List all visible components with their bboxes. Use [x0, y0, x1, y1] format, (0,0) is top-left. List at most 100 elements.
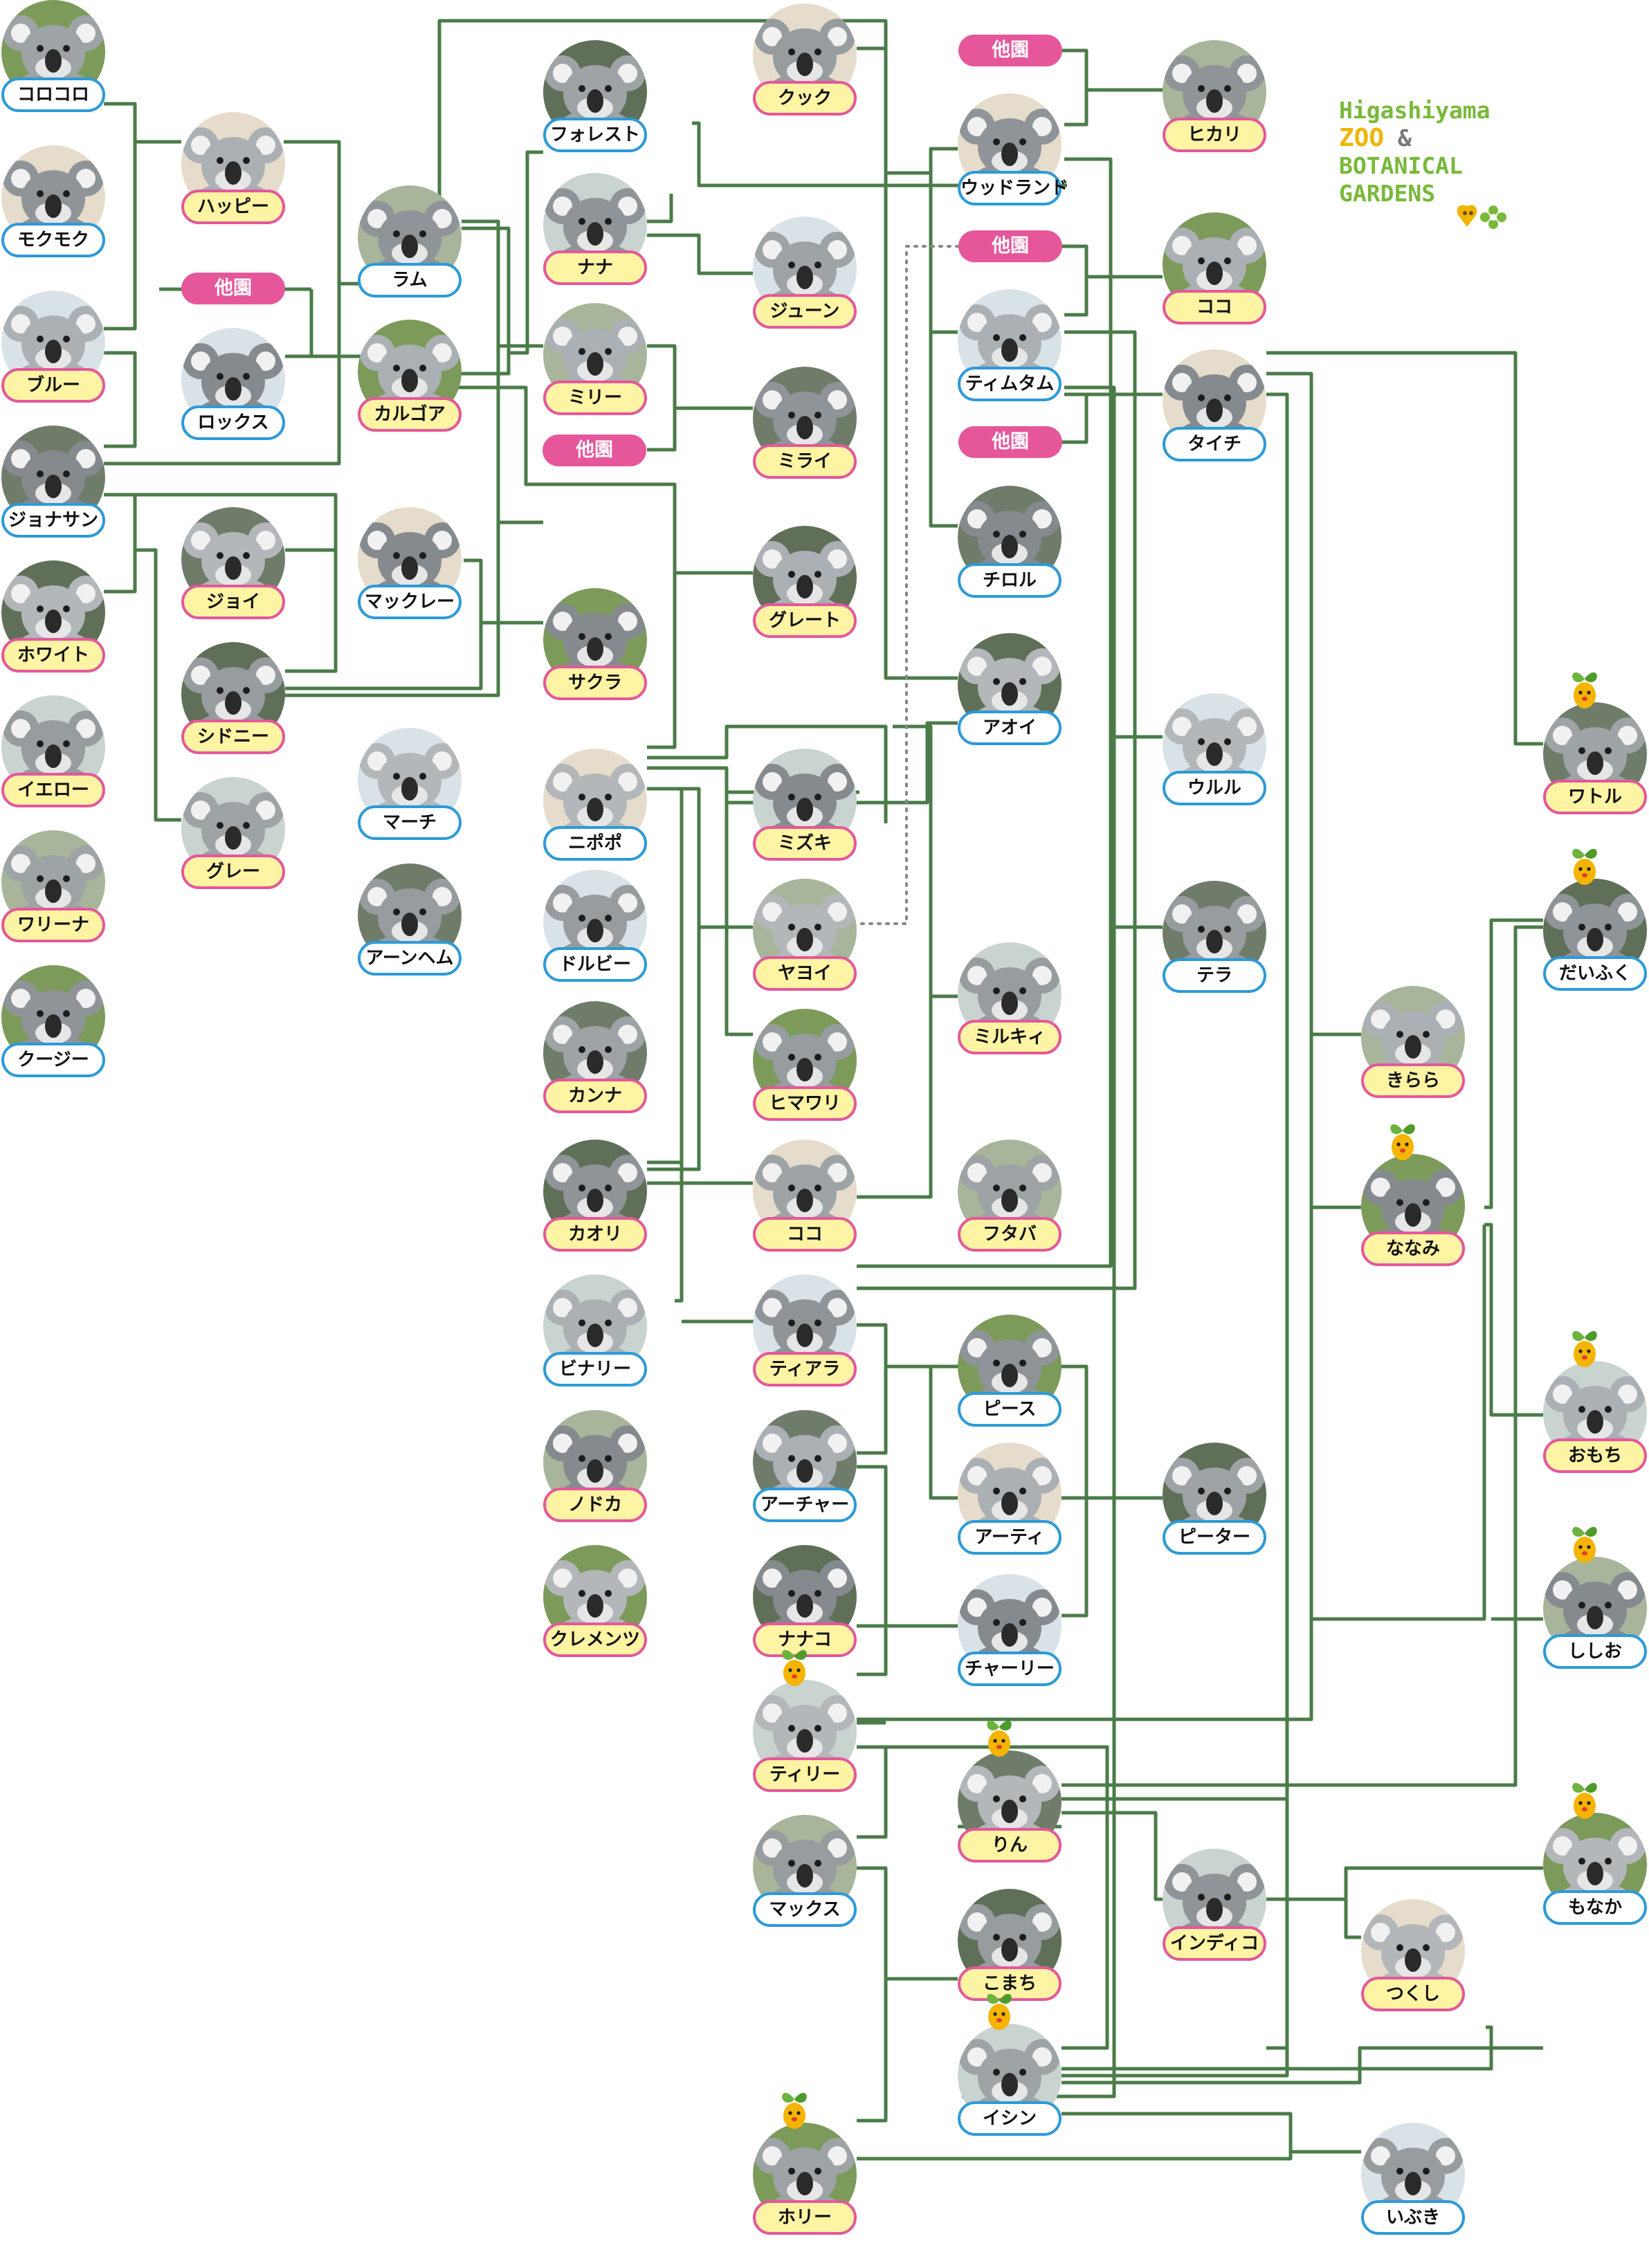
- koala-tera[interactable]: テラ: [1163, 881, 1266, 1026]
- koala-himawari[interactable]: ヒマワリ: [753, 1009, 857, 1154]
- koala-kuuji[interactable]: クージー: [1, 965, 105, 1110]
- koala-nanami[interactable]: ななみ: [1361, 1124, 1465, 1299]
- koala-mirii[interactable]: ミリー: [543, 303, 647, 448]
- koala-timtam[interactable]: ティムタム: [958, 289, 1062, 435]
- koala-yellow[interactable]: イエロー: [1, 695, 105, 841]
- koala-mokumoku[interactable]: モクモク: [1, 145, 105, 291]
- other-zoo-badge: 他園: [543, 435, 646, 466]
- koala-name-tag: ヒマワリ: [753, 1086, 857, 1121]
- koala-taichi[interactable]: タイチ: [1163, 349, 1266, 495]
- koala-hikari[interactable]: ヒカリ: [1163, 40, 1266, 185]
- koala-gray[interactable]: グレー: [181, 777, 285, 922]
- koala-name-tag: ニポポ: [543, 826, 647, 861]
- relation-line: [1062, 925, 1543, 1787]
- koala-happy[interactable]: ハッピー: [181, 112, 285, 257]
- koala-tiara[interactable]: ティアラ: [753, 1274, 857, 1420]
- koala-kanna[interactable]: カンナ: [543, 1001, 647, 1146]
- koala-jonathan[interactable]: ジョナサン: [1, 426, 105, 571]
- koala-name-tag: カルゴア: [358, 397, 462, 432]
- koala-sakura[interactable]: サクラ: [543, 588, 647, 733]
- koala-yayoi[interactable]: ヤヨイ: [753, 879, 857, 1024]
- koala-name-tag: ジョナサン: [1, 503, 105, 538]
- koala-kaori[interactable]: カオリ: [543, 1140, 647, 1285]
- koala-shishio[interactable]: ししお: [1543, 1526, 1647, 1702]
- koala-monaka[interactable]: もなか: [1543, 1782, 1647, 1958]
- koala-koko2[interactable]: ココ: [753, 1140, 857, 1285]
- koala-rocks[interactable]: ロックス: [181, 328, 285, 473]
- koala-peace[interactable]: ピース: [958, 1315, 1062, 1460]
- relation-line: [647, 233, 753, 275]
- koala-name-tag: ハッピー: [181, 190, 285, 224]
- other-zoo-badge: 他園: [958, 426, 1062, 458]
- koala-nippon[interactable]: ニポポ: [543, 749, 647, 894]
- koala-great[interactable]: グレート: [753, 526, 857, 671]
- koala-tilly[interactable]: ティリー: [753, 1649, 857, 1825]
- koala-mirai[interactable]: ミライ: [753, 367, 857, 512]
- koala-blue[interactable]: ブルー: [1, 291, 105, 436]
- koala-archer[interactable]: アーチャー: [753, 1410, 857, 1555]
- koala-clemens[interactable]: クレメンツ: [543, 1545, 647, 1690]
- koala-ururu[interactable]: ウルル: [1163, 693, 1266, 839]
- koala-joy[interactable]: ジョイ: [181, 507, 285, 652]
- koala-ishin[interactable]: イシン: [958, 1993, 1062, 2169]
- koala-arty[interactable]: アーティ: [958, 1443, 1062, 1588]
- logo-zoo: ZOO: [1339, 124, 1385, 152]
- koala-name-tag: ビナリー: [543, 1352, 647, 1387]
- koala-name-tag: ホリー: [753, 2200, 857, 2235]
- koala-daifuku[interactable]: だいふく: [1543, 848, 1647, 1024]
- koala-nanako[interactable]: ナナコ: [753, 1545, 857, 1690]
- koala-sydney[interactable]: シドニー: [181, 642, 285, 787]
- koala-omochi[interactable]: おもち: [1543, 1330, 1647, 1506]
- koala-aoi[interactable]: アオイ: [958, 633, 1062, 778]
- koala-arnhem[interactable]: アーンヘム: [358, 863, 462, 1009]
- koala-name-tag: ティムタム: [958, 367, 1062, 401]
- relation-line: [1062, 1797, 1289, 2050]
- koala-name-tag: ラム: [358, 263, 462, 298]
- koala-name-tag: チロル: [958, 563, 1062, 598]
- koala-white[interactable]: ホワイト: [1, 560, 105, 706]
- koala-chiroru[interactable]: チロル: [958, 486, 1062, 631]
- koala-wuriina[interactable]: ワリーナ: [1, 830, 105, 976]
- koala-name-tag: カオリ: [543, 1217, 647, 1252]
- koala-wattle[interactable]: ワトル: [1543, 672, 1647, 848]
- koala-tsukushi[interactable]: つくし: [1361, 1899, 1465, 2045]
- koala-rin[interactable]: りん: [958, 1720, 1062, 1896]
- koala-woodland[interactable]: ウッドランド: [958, 93, 1068, 239]
- koala-name-tag: マックレー: [358, 585, 462, 619]
- koala-name-tag: ジョイ: [181, 585, 285, 619]
- koala-ram[interactable]: ラム: [358, 185, 462, 331]
- koala-nana[interactable]: ナナ: [543, 173, 647, 318]
- koala-name-tag: りん: [958, 1828, 1062, 1863]
- koala-milky[interactable]: ミルキィ: [958, 942, 1062, 1088]
- koala-futaba[interactable]: フタバ: [958, 1140, 1062, 1285]
- koala-max[interactable]: マックス: [753, 1815, 857, 1960]
- relation-line: [1266, 351, 1543, 746]
- koala-name-tag: ししお: [1543, 1634, 1647, 1669]
- koala-name-tag: フタバ: [958, 1217, 1062, 1252]
- koala-kirara[interactable]: きらら: [1361, 986, 1465, 1131]
- koala-forest[interactable]: フォレスト: [543, 40, 647, 185]
- other-zoo-badge: 他園: [958, 230, 1062, 262]
- koala-indigo[interactable]: インディコ: [1163, 1849, 1266, 1994]
- other-zoo-badge: 他園: [181, 273, 285, 304]
- koala-charlie[interactable]: チャーリー: [958, 1574, 1062, 1719]
- koala-holly[interactable]: ホリー: [753, 2092, 857, 2268]
- koala-mackley[interactable]: マックレー: [358, 507, 462, 652]
- koala-name-tag: アーチャー: [753, 1488, 857, 1522]
- koala-dorubi[interactable]: ドルビー: [543, 870, 647, 1015]
- relation-line: [886, 147, 958, 175]
- koala-mizuki[interactable]: ミズキ: [753, 749, 857, 894]
- koala-name-tag: ティアラ: [753, 1352, 857, 1387]
- koala-komachi[interactable]: こまち: [958, 1889, 1062, 2034]
- koala-korokoro[interactable]: コロコロ: [1, 0, 105, 145]
- koala-ibuki[interactable]: いぶき: [1361, 2123, 1465, 2268]
- koala-peter[interactable]: ピーター: [1163, 1443, 1266, 1588]
- koala-binarii[interactable]: ビナリー: [543, 1274, 647, 1420]
- koala-cook[interactable]: クック: [753, 3, 857, 149]
- koala-june[interactable]: ジューン: [753, 217, 857, 362]
- relation-line: [886, 1364, 958, 1500]
- koala-karugoa[interactable]: カルゴア: [358, 320, 462, 465]
- koala-march[interactable]: マーチ: [358, 728, 462, 873]
- koala-koko1[interactable]: ココ: [1163, 212, 1266, 358]
- koala-nodoka[interactable]: ノドカ: [543, 1410, 647, 1555]
